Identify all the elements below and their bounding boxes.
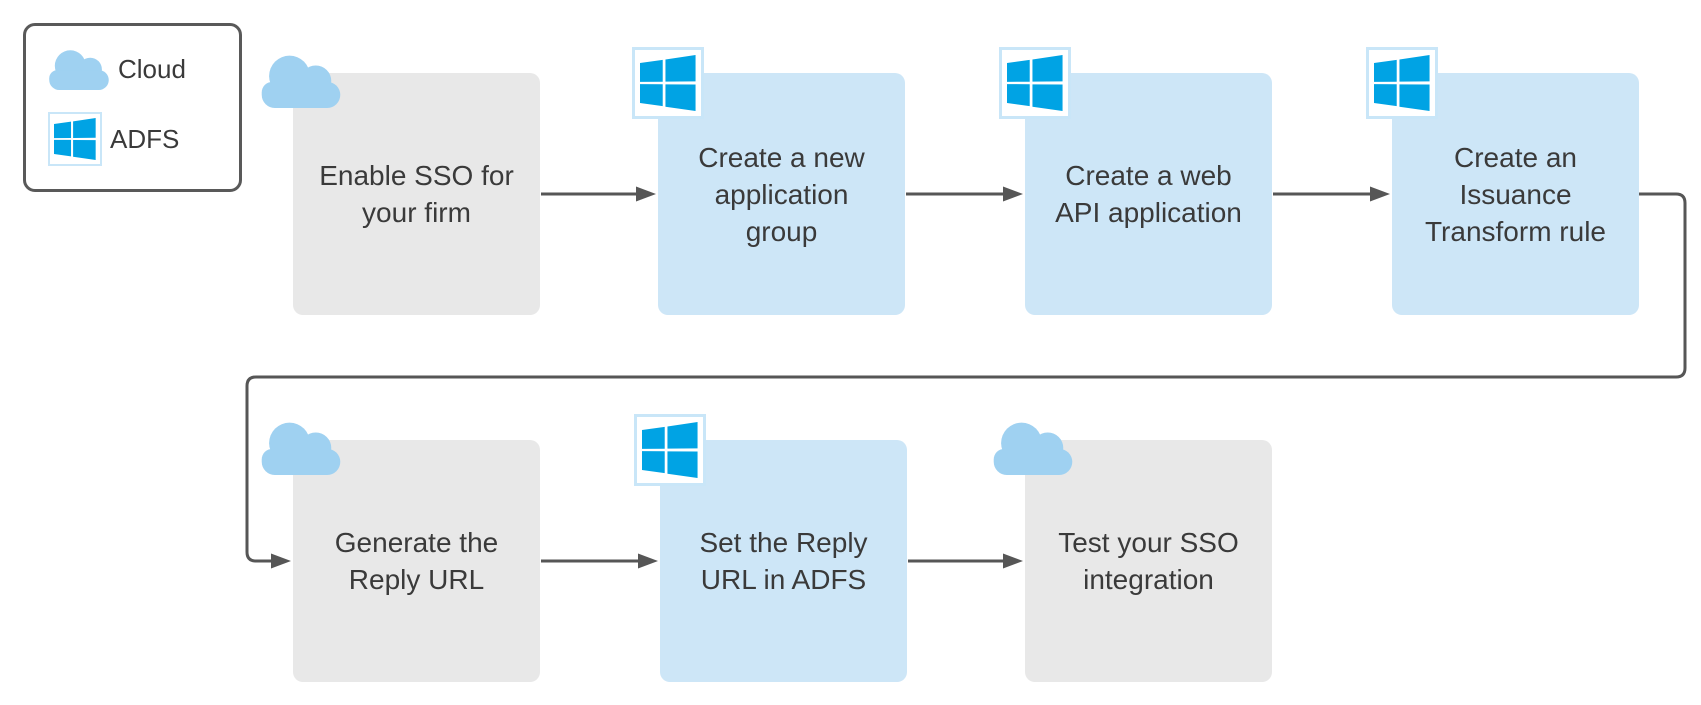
connector-4-5-wrap [245, 192, 1687, 563]
cloud-icon [992, 421, 1074, 475]
windows-adfs-icon [632, 47, 704, 119]
step-label: Create a web API application [1055, 160, 1242, 228]
arrowhead-icon [636, 186, 656, 202]
step-label: Create a new application group [698, 141, 865, 247]
legend-item-cloud: Cloud [48, 49, 239, 90]
windows-adfs-icon [634, 414, 706, 486]
step-label: Set the Reply URL in ADFS [699, 527, 868, 595]
step-label: Create an Issuance Transform rule [1424, 141, 1606, 247]
legend-label-adfs: ADFS [110, 123, 180, 154]
arrowhead-icon [1003, 186, 1023, 202]
cloud-icon [260, 421, 342, 475]
step-create-application-group: Create a new application group [632, 47, 905, 315]
legend-label-cloud: Cloud [118, 54, 186, 84]
step-generate-reply-url: Generate the Reply URL [261, 422, 540, 682]
arrowhead-icon [271, 553, 291, 569]
arrowhead-icon [638, 553, 658, 569]
legend: Cloud ADFS [23, 23, 242, 192]
arrowhead-icon [1370, 186, 1390, 202]
step-label: Test your SSO integration [1058, 527, 1239, 595]
cloud-icon [260, 54, 342, 108]
legend-item-adfs: ADFS [48, 112, 239, 166]
windows-adfs-icon [48, 112, 102, 166]
arrowhead-icon [1003, 553, 1023, 569]
step-set-reply-url-adfs: Set the Reply URL in ADFS [634, 414, 907, 682]
step-test-sso-integration: Test your SSO integration [993, 422, 1272, 682]
step-enable-sso: Enable SSO for your firm [261, 55, 540, 315]
step-label: Generate the Reply URL [334, 527, 499, 595]
step-label: Enable SSO for your firm [319, 160, 514, 228]
cloud-icon [48, 49, 110, 90]
windows-adfs-icon [999, 47, 1071, 119]
step-create-issuance-transform-rule: Create an Issuance Transform rule [1366, 47, 1639, 315]
windows-adfs-icon [1366, 47, 1438, 119]
step-create-web-api-application: Create a web API application [999, 47, 1272, 315]
